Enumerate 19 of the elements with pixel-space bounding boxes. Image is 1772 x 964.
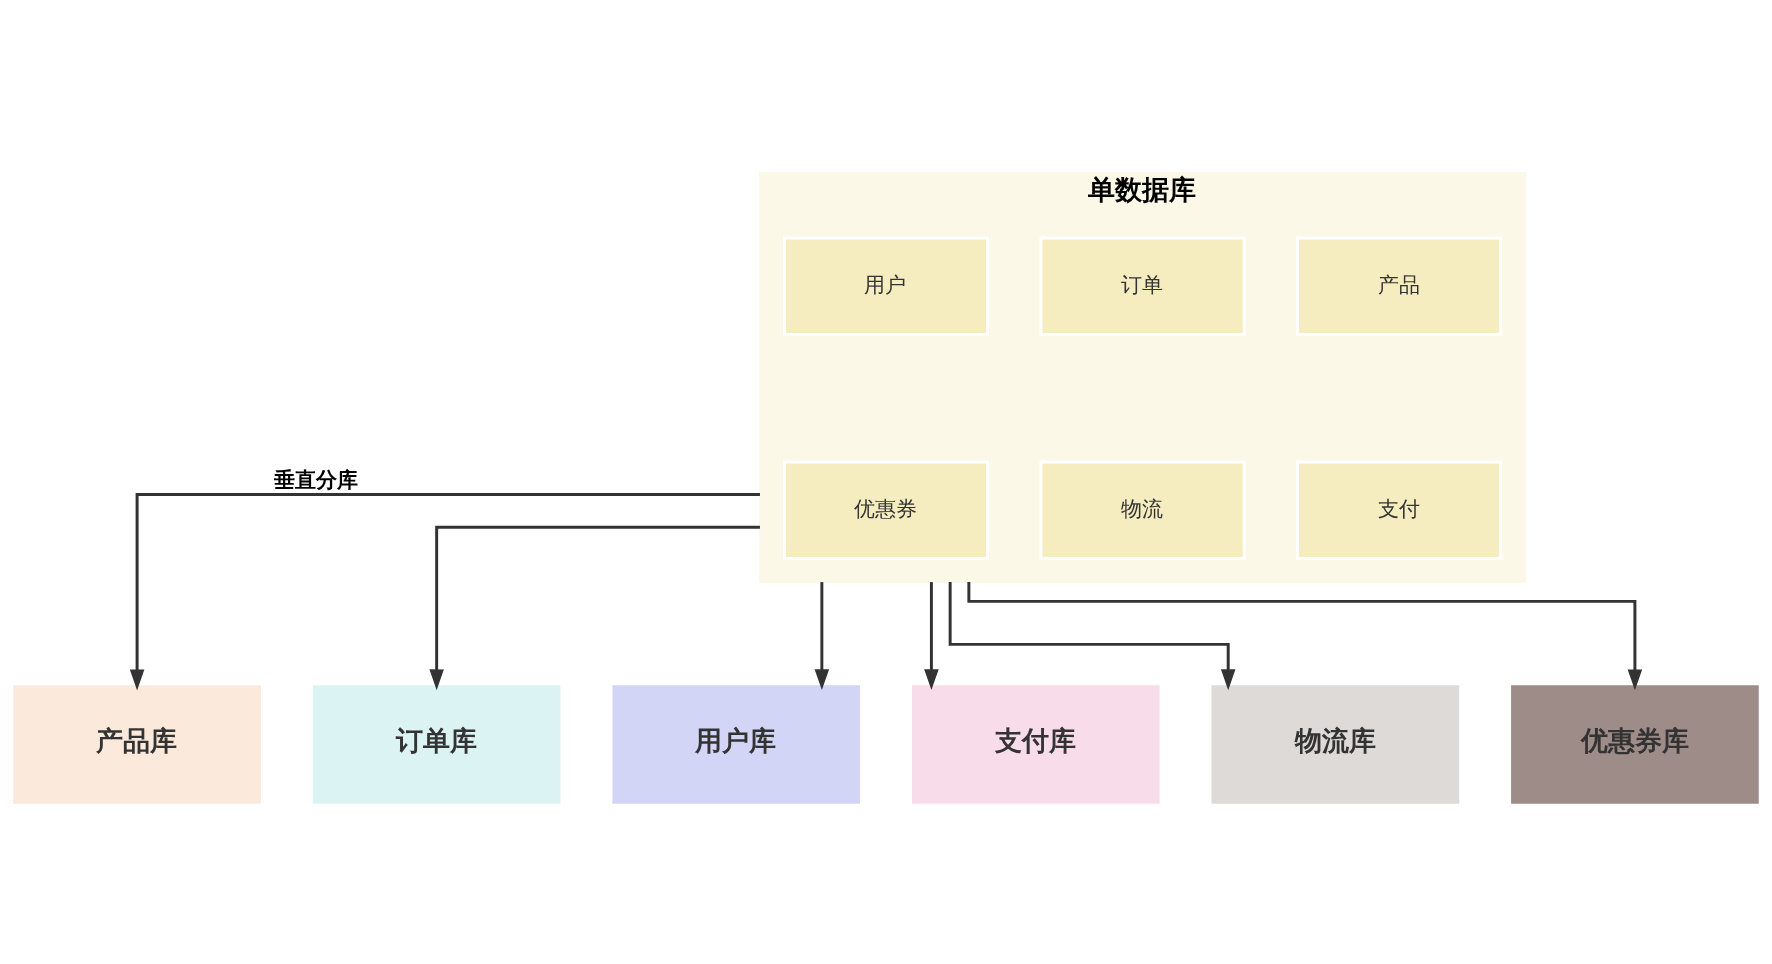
node-box: 优惠券 bbox=[782, 460, 990, 560]
node-box: 优惠券库 bbox=[1511, 685, 1759, 804]
node-box: 物流 bbox=[1039, 460, 1246, 560]
arrow bbox=[129, 493, 760, 691]
arrow bbox=[814, 582, 830, 691]
arrow bbox=[967, 582, 1643, 691]
edge-label: 垂直分库 bbox=[274, 468, 359, 493]
node-box: 产品 bbox=[1296, 236, 1503, 336]
node-box: 物流库 bbox=[1211, 685, 1460, 804]
node-box: 产品库 bbox=[13, 685, 261, 804]
arrow bbox=[924, 582, 939, 691]
node-box: 订单 bbox=[1039, 236, 1246, 336]
node-box: 用户 bbox=[782, 236, 990, 336]
arrow bbox=[948, 582, 1236, 691]
node-box: 用户库 bbox=[612, 685, 861, 804]
node-box: 支付库 bbox=[911, 685, 1160, 804]
arrow bbox=[429, 525, 760, 691]
node-box: 订单库 bbox=[312, 685, 561, 804]
node-box: 支付 bbox=[1296, 460, 1503, 560]
